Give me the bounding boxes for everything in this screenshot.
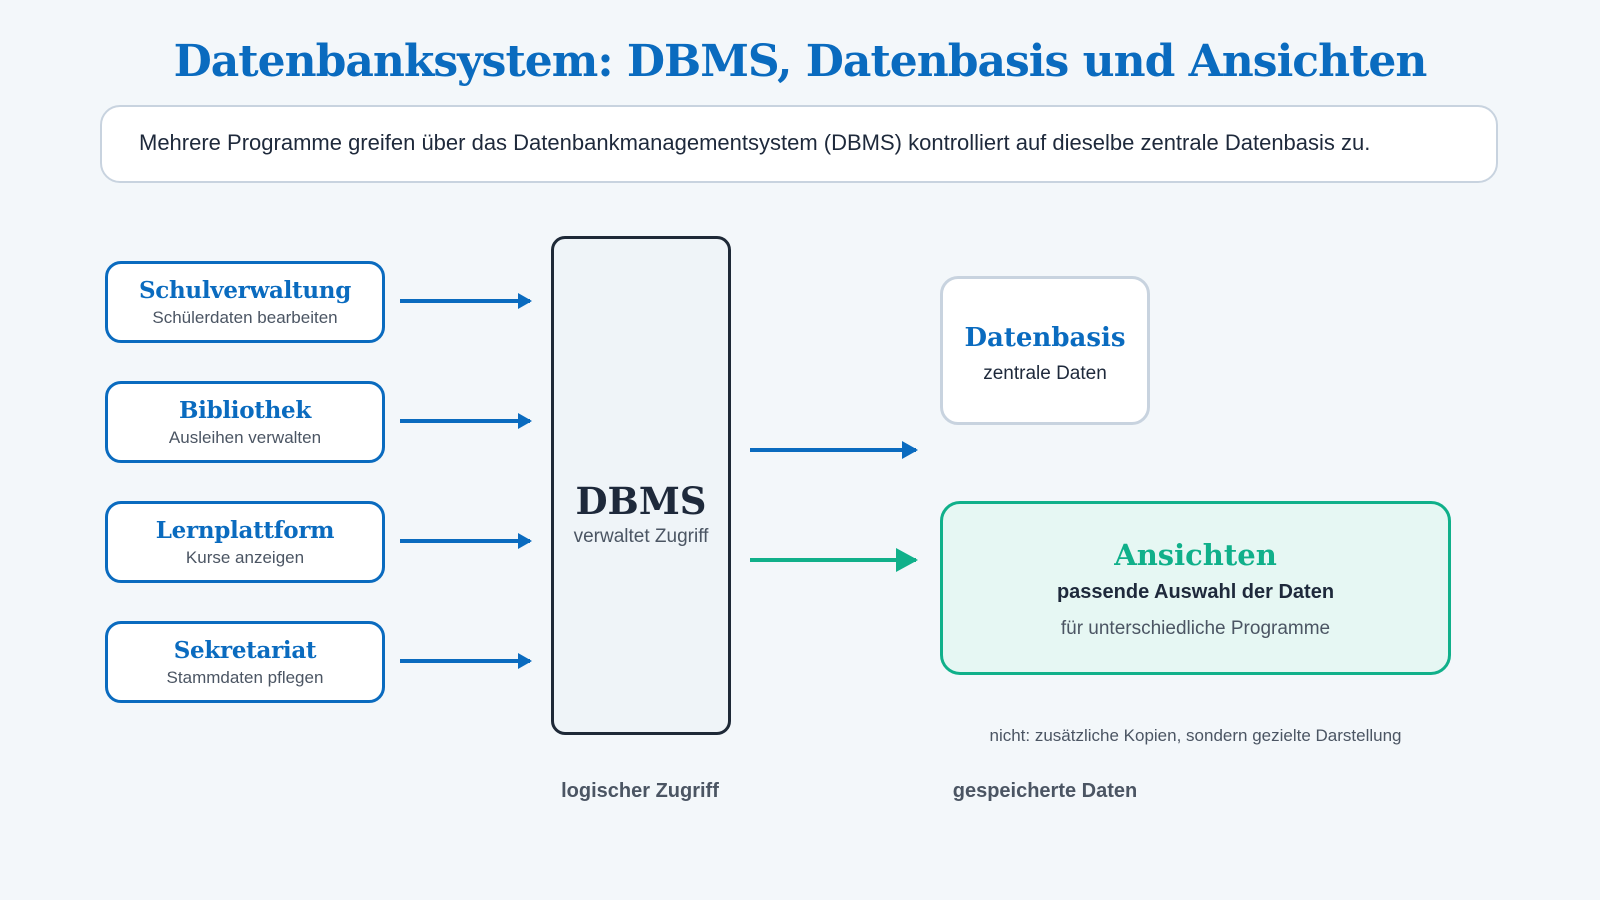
program-box-lernplattform: Lernplattform Kurse anzeigen (105, 501, 385, 583)
views-detail: für unterschiedliche Programme (1060, 618, 1331, 639)
program-name: Schulverwaltung (138, 277, 351, 304)
program-description: Schülerdaten bearbeiten (152, 308, 338, 327)
arrow-right-icon (400, 299, 530, 303)
dbms-title: DBMS (575, 479, 707, 523)
program-name: Sekretariat (173, 637, 317, 664)
arrow-right-icon (750, 558, 916, 562)
views-subtitle: passende Auswahl der Daten (1056, 581, 1335, 603)
caption-logical-access: logischer Zugriff (561, 780, 719, 802)
program-name: Lernplattform (155, 517, 335, 544)
database-box: Datenbasis zentrale Daten (940, 276, 1150, 425)
database-title: Datenbasis (964, 323, 1126, 353)
page-title: Datenbanksystem: DBMS, Datenbasis und An… (173, 36, 1428, 87)
arrow-right-icon (400, 659, 530, 663)
dbms-subtitle: verwaltet Zugriff (573, 526, 709, 547)
program-box-bibliothek: Bibliothek Ausleihen verwalten (105, 381, 385, 463)
database-subtitle: zentrale Daten (983, 363, 1107, 384)
views-note: nicht: zusätzliche Kopien, sondern gezie… (989, 726, 1402, 745)
program-description: Kurse anzeigen (185, 548, 305, 567)
program-box-schulverwaltung: Schulverwaltung Schülerdaten bearbeiten (105, 261, 385, 343)
intro-text: Mehrere Programme greifen über das Daten… (139, 130, 1371, 155)
program-description: Stammdaten pflegen (166, 668, 324, 687)
program-description: Ausleihen verwalten (168, 428, 322, 447)
arrow-right-icon (400, 539, 530, 543)
dbms-box: DBMS verwaltet Zugriff (551, 236, 731, 735)
caption-stored-data: gespeicherte Daten (952, 780, 1138, 802)
arrow-right-icon (750, 448, 916, 452)
views-box: Ansichten passende Auswahl der Daten für… (940, 501, 1451, 675)
arrow-right-icon (400, 419, 530, 423)
intro-box: Mehrere Programme greifen über das Daten… (100, 105, 1498, 183)
views-title: Ansichten (1114, 538, 1277, 572)
program-box-sekretariat: Sekretariat Stammdaten pflegen (105, 621, 385, 703)
program-name: Bibliothek (179, 397, 311, 424)
